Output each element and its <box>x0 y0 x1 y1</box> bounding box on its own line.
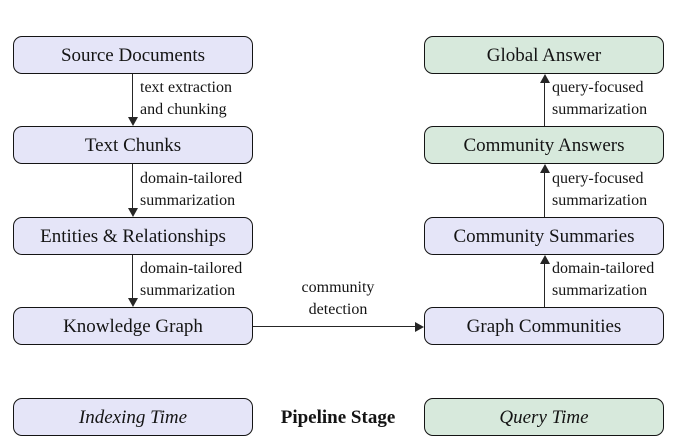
node-global-answer: Global Answer <box>424 36 664 74</box>
edge-label-query-summarization-1: query-focused summarization <box>552 168 647 212</box>
edge-label-line: text extraction <box>140 79 232 96</box>
edge-label-domain-summarization-2: domain-tailored summarization <box>140 258 242 302</box>
arrowhead-up-icon <box>540 255 550 264</box>
edge-label-line: domain-tailored <box>552 260 655 277</box>
edge-label-line: domain-tailored <box>140 170 243 187</box>
arrowhead-down-icon <box>128 117 138 126</box>
edge-label-line: domain-tailored <box>140 260 243 277</box>
edge-label-domain-summarization-3: domain-tailored summarization <box>552 258 654 302</box>
legend-query-time: Query Time <box>424 398 664 436</box>
node-community-answers: Community Answers <box>424 126 664 164</box>
edge-label-community-detection: community detection <box>268 277 408 321</box>
arrow-entities-to-graph-line <box>132 255 134 298</box>
edge-label-line: summarization <box>140 282 236 299</box>
node-knowledge-graph: Knowledge Graph <box>13 307 253 345</box>
arrowhead-up-icon <box>540 164 550 173</box>
arrowhead-right-icon <box>415 322 424 332</box>
edge-label-line: summarization <box>140 192 236 209</box>
arrowhead-down-icon <box>128 208 138 217</box>
arrow-summaries-to-answers-line <box>544 173 546 217</box>
arrow-source-to-chunks-line <box>132 74 134 118</box>
edge-label-domain-summarization-1: domain-tailored summarization <box>140 168 242 212</box>
edge-label-line: summarization <box>552 101 648 118</box>
edge-label-line: query-focused <box>552 170 644 187</box>
arrow-answers-to-global-line <box>544 83 546 126</box>
legend-pipeline-stage-label: Pipeline Stage <box>280 407 396 428</box>
node-community-summaries: Community Summaries <box>424 217 664 255</box>
arrow-chunks-to-entities-line <box>132 164 134 208</box>
arrow-graph-to-communities-line <box>253 326 415 328</box>
edge-label-line: detection <box>308 301 368 318</box>
edge-label-line: and chunking <box>140 101 227 118</box>
edge-label-query-summarization-2: query-focused summarization <box>552 77 647 121</box>
node-source-documents: Source Documents <box>13 36 253 74</box>
edge-label-line: summarization <box>552 282 648 299</box>
arrowhead-up-icon <box>540 74 550 83</box>
edge-label-line: community <box>301 279 375 296</box>
node-entities-relationships: Entities & Relationships <box>13 217 253 255</box>
node-text-chunks: Text Chunks <box>13 126 253 164</box>
edge-label-line: summarization <box>552 192 648 209</box>
arrow-communities-to-summaries-line <box>544 264 546 307</box>
node-graph-communities: Graph Communities <box>424 307 664 345</box>
edge-label-line: query-focused <box>552 79 644 96</box>
legend-indexing-time: Indexing Time <box>13 398 253 436</box>
arrowhead-down-icon <box>128 298 138 307</box>
edge-label-text-extraction: text extraction and chunking <box>140 77 232 121</box>
